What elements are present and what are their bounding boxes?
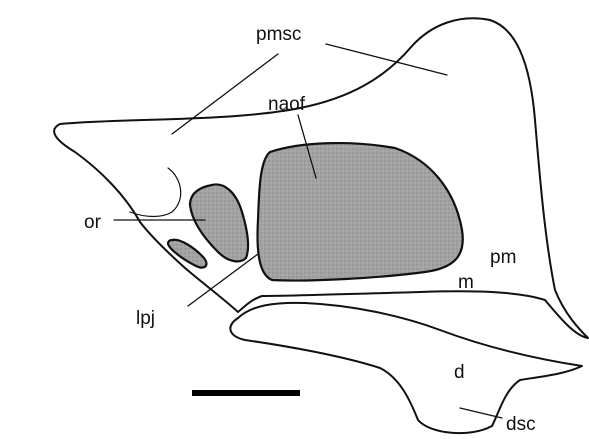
label-d: d	[454, 362, 465, 383]
label-naof: naof	[268, 94, 306, 115]
label-or: or	[84, 212, 102, 233]
label-lpj: lpj	[136, 308, 155, 329]
label-m: m	[458, 272, 474, 293]
label-pm: pm	[490, 247, 516, 268]
label-dsc: dsc	[506, 414, 536, 435]
label-pmsc: pmsc	[256, 24, 301, 45]
